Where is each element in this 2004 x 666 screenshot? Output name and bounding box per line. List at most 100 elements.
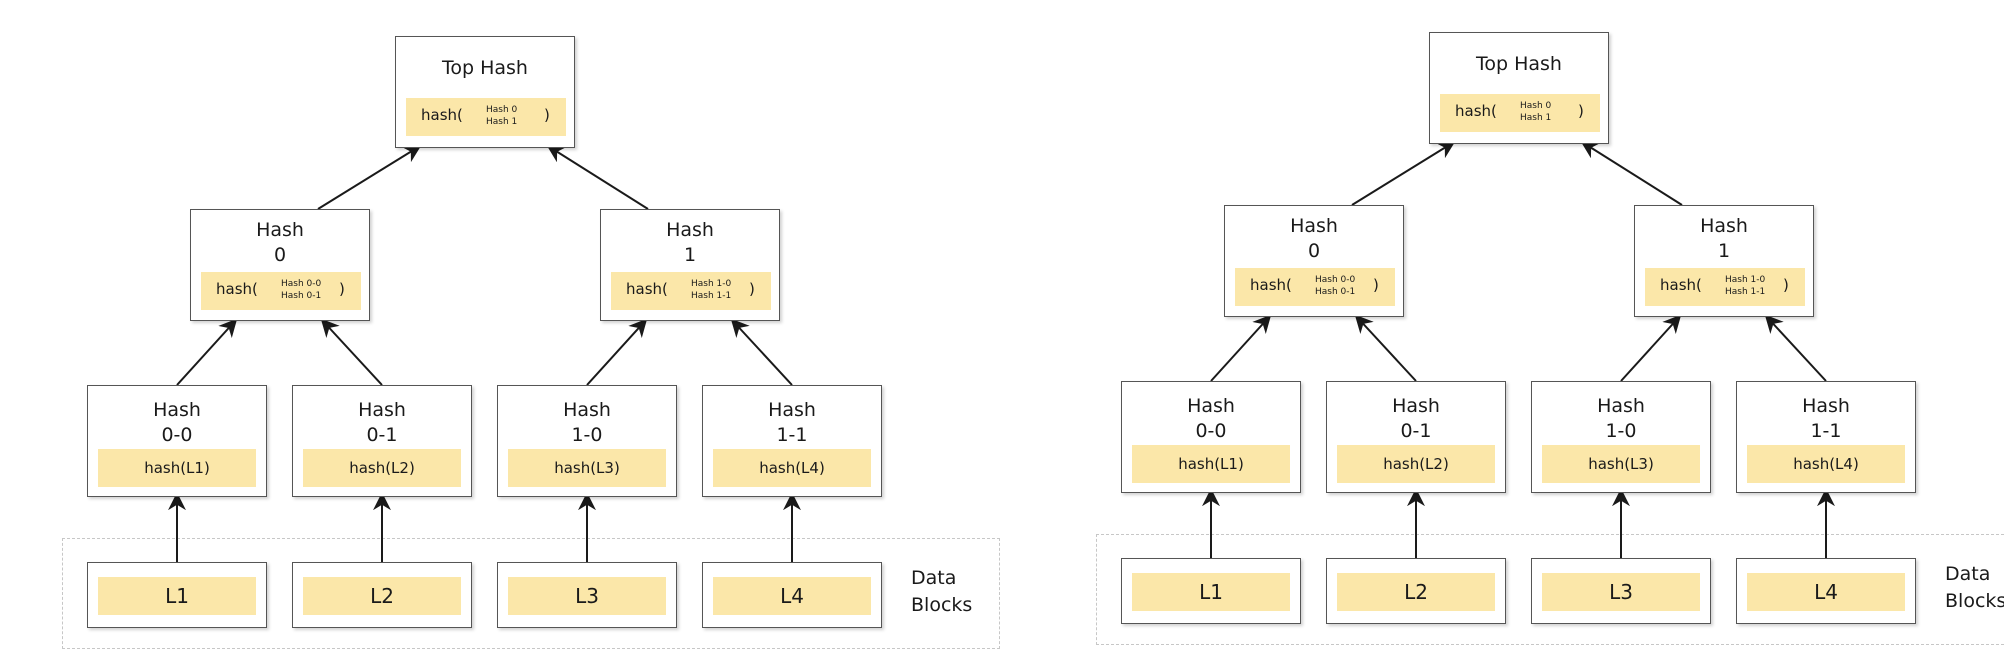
data-block-1: L1 [87, 562, 267, 628]
hash-function-suffix: ) [1373, 276, 1379, 294]
data-blocks-label-line1: Data [1945, 563, 1991, 585]
node-title-line2: 0-1 [1400, 420, 1432, 442]
hash-function-box: hash(L2) [1337, 445, 1495, 483]
data-block-4: L4 [1736, 558, 1916, 624]
node-title-line1: Hash [666, 219, 714, 241]
hash-function-label: hash(L2) [349, 459, 415, 477]
node-title-line1: Hash [153, 399, 201, 421]
hash-function-box: hash(L3) [508, 449, 666, 487]
data-blocks-label-line1: Data [911, 567, 957, 589]
hash-function-suffix: ) [749, 280, 755, 298]
hash-function-prefix: hash( [1250, 276, 1292, 294]
hash-function-label: hash(L4) [759, 459, 825, 477]
arrow-leaf-01-to-hash-0 [320, 318, 383, 386]
hash-function-box: hash(L2) [303, 449, 461, 487]
node-title-line2: 0-0 [161, 424, 193, 446]
data-block-label: L4 [1747, 573, 1905, 611]
data-blocks-region [62, 538, 1000, 649]
hash-function-label: hash(L3) [1588, 455, 1654, 473]
hash-function-prefix: hash( [1455, 102, 1497, 120]
arrow-hash-0-to-top [1351, 141, 1456, 206]
hash-function-box: hash( Hash 0 Hash 1) [406, 98, 566, 136]
hash-function-suffix: ) [1783, 276, 1789, 294]
hash-function-box: hash(L1) [1132, 445, 1290, 483]
hash-function-label: hash(L2) [1383, 455, 1449, 473]
node-title-line1: Hash [1802, 395, 1850, 417]
hash-input-2: Hash 1 [1520, 113, 1552, 123]
node-title-line1: Hash [358, 399, 406, 421]
node-title-line2: 1-0 [1605, 420, 1637, 442]
arrow-leaf-11-to-hash-1 [1764, 314, 1827, 382]
data-block-3: L3 [1531, 558, 1711, 624]
node-title-line1: Hash [1700, 215, 1748, 237]
hash-input-1: Hash 1-0 [1725, 275, 1766, 285]
data-block-3: L3 [497, 562, 677, 628]
hash-function-prefix: hash( [626, 280, 668, 298]
data-blocks-label-line2: Blocks [911, 594, 973, 616]
arrow-leaf-10-to-hash-1 [1620, 314, 1682, 382]
arrow-leaf-00-to-hash-0 [176, 318, 238, 386]
data-block-1: L1 [1121, 558, 1301, 624]
hash-function-box: hash(L1) [98, 449, 256, 487]
hash-input-2: Hash 1-1 [691, 291, 732, 301]
node-title-line2: 0-0 [1195, 420, 1227, 442]
hash-input-1: Hash 0 [486, 105, 518, 115]
arrow-leaf-10-to-hash-1 [586, 318, 648, 386]
top-hash-node: Top Hash hash( Hash 0 Hash 1) [1429, 32, 1609, 144]
node-title-line1: Hash [1597, 395, 1645, 417]
node-title-line2: 1 [683, 244, 697, 266]
data-block-label: L1 [98, 577, 256, 615]
arrow-leaf-01-to-hash-0 [1354, 314, 1417, 382]
node-title-line2: 0 [1307, 240, 1321, 262]
hash-function-label: hash(L1) [144, 459, 210, 477]
hash-function-label: hash(L1) [1178, 455, 1244, 473]
data-block-label: L4 [713, 577, 871, 615]
arrow-leaf-11-to-hash-1 [730, 318, 793, 386]
hash-function-suffix: ) [1578, 102, 1584, 120]
hash-input-2: Hash 0-1 [1315, 287, 1356, 297]
leaf-hash-node-4: Hash 1-1 hash(L4) [1736, 381, 1916, 493]
data-block-4: L4 [702, 562, 882, 628]
hash-function-prefix: hash( [1660, 276, 1702, 294]
node-title-line1: Hash [768, 399, 816, 421]
arrow-leaf-00-to-hash-0 [1210, 314, 1272, 382]
hash-function-prefix: hash( [421, 106, 463, 124]
leaf-hash-node-4: Hash 1-1 hash(L4) [702, 385, 882, 497]
hash-input-2: Hash 0-1 [281, 291, 322, 301]
edges-layer [168, 145, 801, 562]
node-title: Top Hash [1476, 53, 1562, 75]
node-title-line2: 0-1 [366, 424, 398, 446]
node-title-line2: 1-1 [1810, 420, 1842, 442]
data-blocks-label-line2: Blocks [1945, 590, 2004, 612]
arrow-hash-1-to-top [1580, 141, 1683, 206]
hash-function-prefix: hash( [216, 280, 258, 298]
arrow-hash-0-to-top [317, 145, 422, 210]
hash-function-suffix: ) [544, 106, 550, 124]
hash-function-box: hash(L3) [1542, 445, 1700, 483]
hash-input-1: Hash 0 [1520, 101, 1552, 111]
data-blocks-region [1096, 534, 2004, 645]
node-title-line2: 1-1 [776, 424, 808, 446]
data-block-label: L1 [1132, 573, 1290, 611]
data-block-label: L2 [303, 577, 461, 615]
node-title-line1: Hash [256, 219, 304, 241]
node-title-line2: 1-0 [571, 424, 603, 446]
hash-function-label: hash(L4) [1793, 455, 1859, 473]
node-title-line1: Hash [1290, 215, 1338, 237]
hash-function-label: hash(L3) [554, 459, 620, 477]
hash-input-2: Hash 1 [486, 117, 518, 127]
hash-function-box: hash(L4) [1747, 445, 1905, 483]
node-title-line2: 0 [273, 244, 287, 266]
